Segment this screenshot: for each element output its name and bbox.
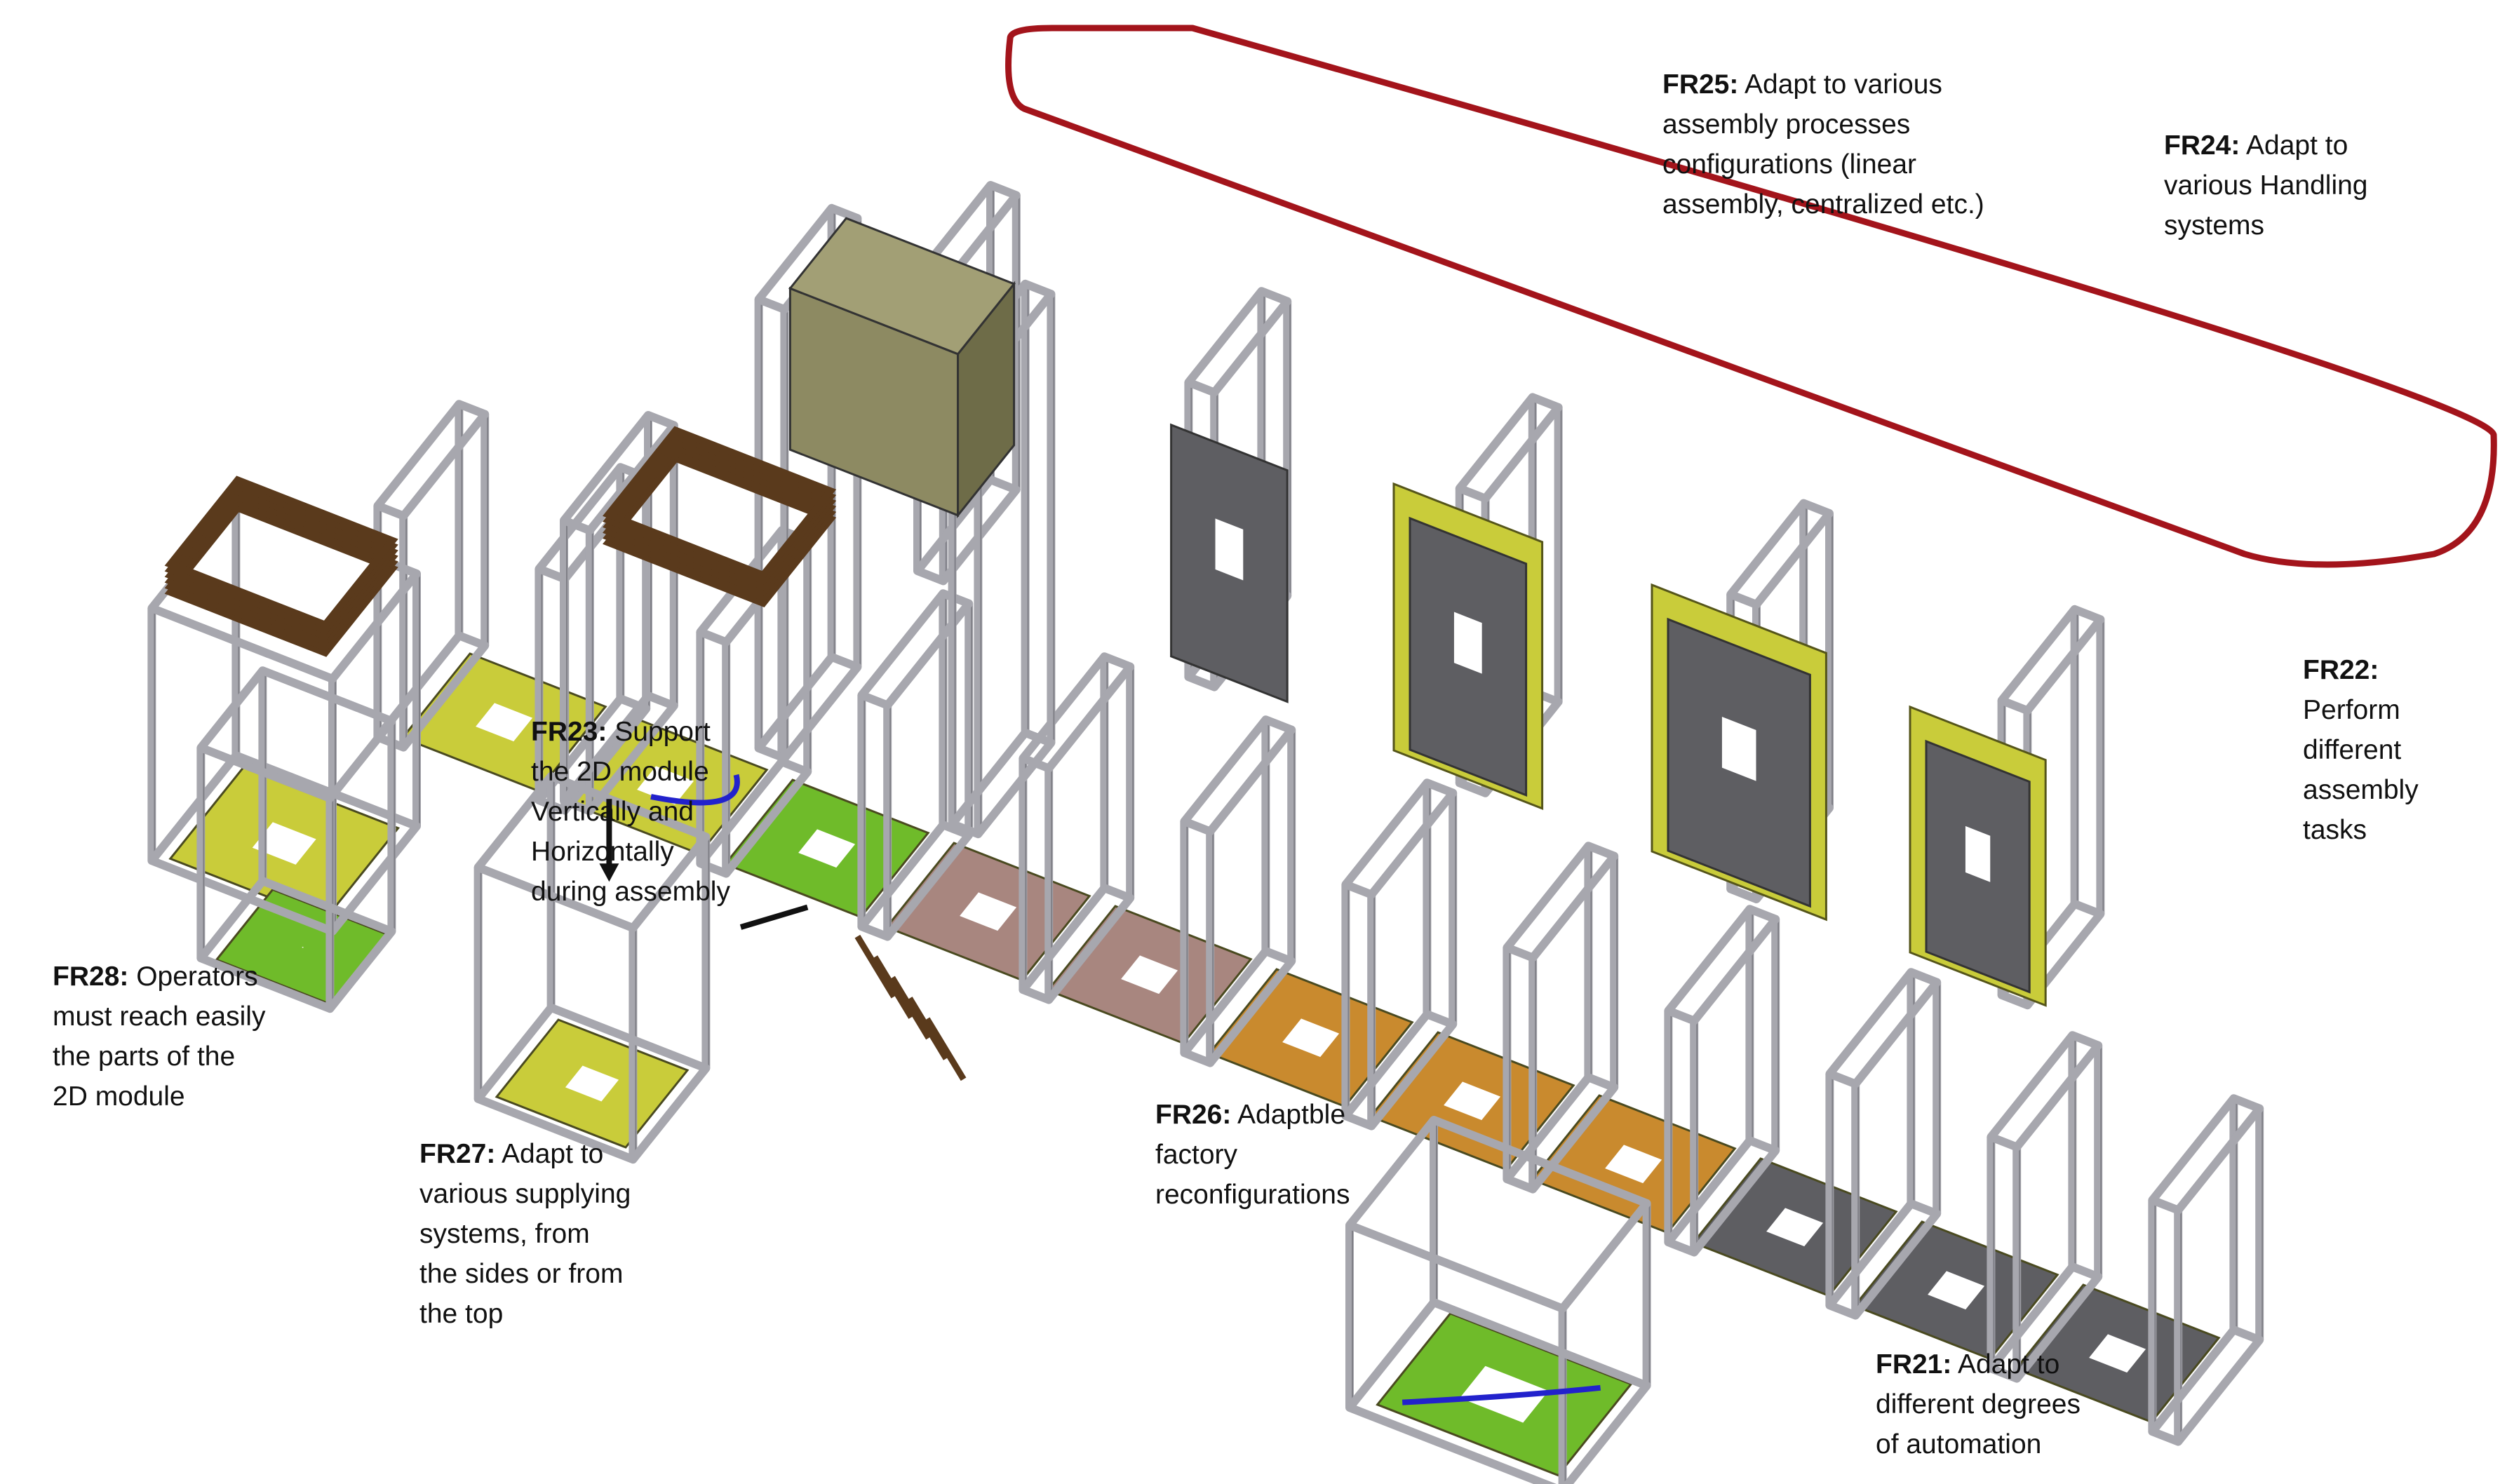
supply-rail <box>872 955 915 1019</box>
gantry-frame <box>857 589 974 941</box>
gantry-frame <box>1987 1031 2103 1383</box>
gantry-frame <box>1341 778 1458 1131</box>
station-plate <box>495 1018 690 1149</box>
label-fr22: FR22: Perform different assembly tasks <box>2303 655 2419 845</box>
cable <box>650 774 740 806</box>
label-fr23: FR23: Support the 2D module Vertically a… <box>531 717 730 907</box>
arrow-head-icon <box>599 863 619 882</box>
curing-oven <box>788 217 1016 519</box>
label-fr21: FR21: Adapt to different degrees of auto… <box>1876 1349 2081 1459</box>
label-fr24: FR24: Adapt to various Handling systems <box>2164 130 2368 241</box>
label-fr25: FR25: Adapt to various assembly processe… <box>1662 69 1984 220</box>
gantry-frame <box>2148 1094 2264 1446</box>
gantry-frame <box>1019 652 1135 1004</box>
supply-rail <box>924 1017 967 1081</box>
label-fr27: FR27: Adapt to various supplying systems… <box>419 1139 631 1329</box>
gantry-frame <box>1180 715 1296 1067</box>
arrow-side-icon <box>739 904 809 930</box>
gantry-frame <box>196 666 396 1013</box>
gantry-frame <box>1664 905 1780 1257</box>
gantry-frame <box>1825 968 1942 1320</box>
cable <box>1402 1384 1601 1405</box>
label-fr26: FR26: Adaptble factory reconfigurations <box>1155 1100 1350 1210</box>
vertical-module-panel <box>1392 482 1544 810</box>
gantry-frame <box>473 771 711 1164</box>
material-stack <box>164 475 398 657</box>
label-fr28: FR28: Operators must reach easily the pa… <box>53 962 266 1112</box>
vertical-module-panel <box>1909 705 2047 1007</box>
supply-rail <box>906 997 949 1060</box>
vertical-module-panel <box>1170 423 1289 703</box>
highlight-loop <box>1005 25 2497 568</box>
supply-rail <box>854 934 897 999</box>
material-stack <box>603 426 837 607</box>
gantry-frame <box>1503 842 1619 1194</box>
supply-rail <box>889 976 932 1040</box>
gantry-frame <box>1345 1116 1651 1484</box>
vertical-module-panel <box>1651 583 1827 922</box>
